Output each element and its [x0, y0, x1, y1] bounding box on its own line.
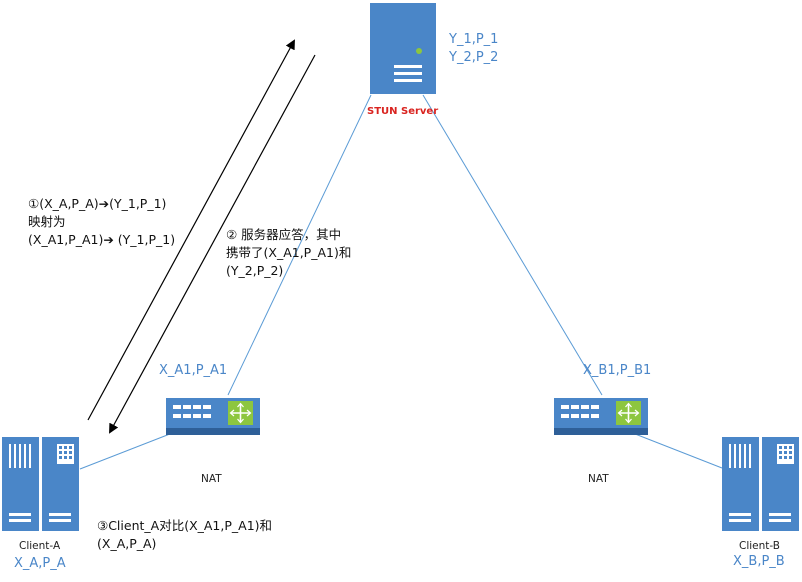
nat-b-label: NAT: [588, 473, 609, 485]
nat-b-router-icon[interactable]: [554, 398, 648, 435]
nat-a-router-icon[interactable]: [166, 398, 260, 435]
step2-line3: (Y_2,P_2): [226, 263, 284, 278]
request-arrow: [87, 39, 295, 421]
client-b-label: Client-B: [739, 540, 781, 552]
client-a-label: Client-A: [19, 540, 61, 552]
link-server-nat-a: [227, 94, 372, 396]
link-nat-a-client-a: [79, 431, 176, 470]
step3-line2: (X_A,P_A): [97, 536, 157, 551]
step1-line1: ①(X_A,P_A)➔(Y_1,P_1): [28, 196, 167, 211]
step1-line2: 映射为: [28, 214, 66, 229]
stun-addr-1: Y_1,P_1: [449, 32, 499, 47]
nat-b-addr: X_B1,P_B1: [583, 363, 652, 378]
step1-line3: (X_A1,P_A1)➔ (Y_1,P_1): [28, 232, 176, 247]
link-server-nat-b: [422, 94, 603, 396]
client-b-server-icon[interactable]: [722, 437, 799, 531]
nat-a-addr: X_A1,P_A1: [159, 363, 228, 378]
step2-line1: ② 服务器应答，其中: [226, 227, 342, 242]
step2-line2: 携带了(X_A1,P_A1)和: [226, 245, 352, 260]
link-nat-b-client-b: [629, 431, 723, 469]
response-arrow: [109, 54, 316, 434]
nat-a-label: NAT: [201, 473, 222, 485]
step3-line1: ③Client_A对比(X_A1,P_A1)和: [97, 518, 273, 533]
stun-server-icon[interactable]: [370, 3, 436, 94]
stun-server-label: STUN Server: [367, 106, 439, 117]
client-b-addr: X_B,P_B: [733, 554, 785, 569]
stun-addr-2: Y_2,P_2: [449, 50, 499, 65]
client-a-server-icon[interactable]: [2, 437, 79, 531]
client-a-addr: X_A,P_A: [14, 556, 66, 571]
